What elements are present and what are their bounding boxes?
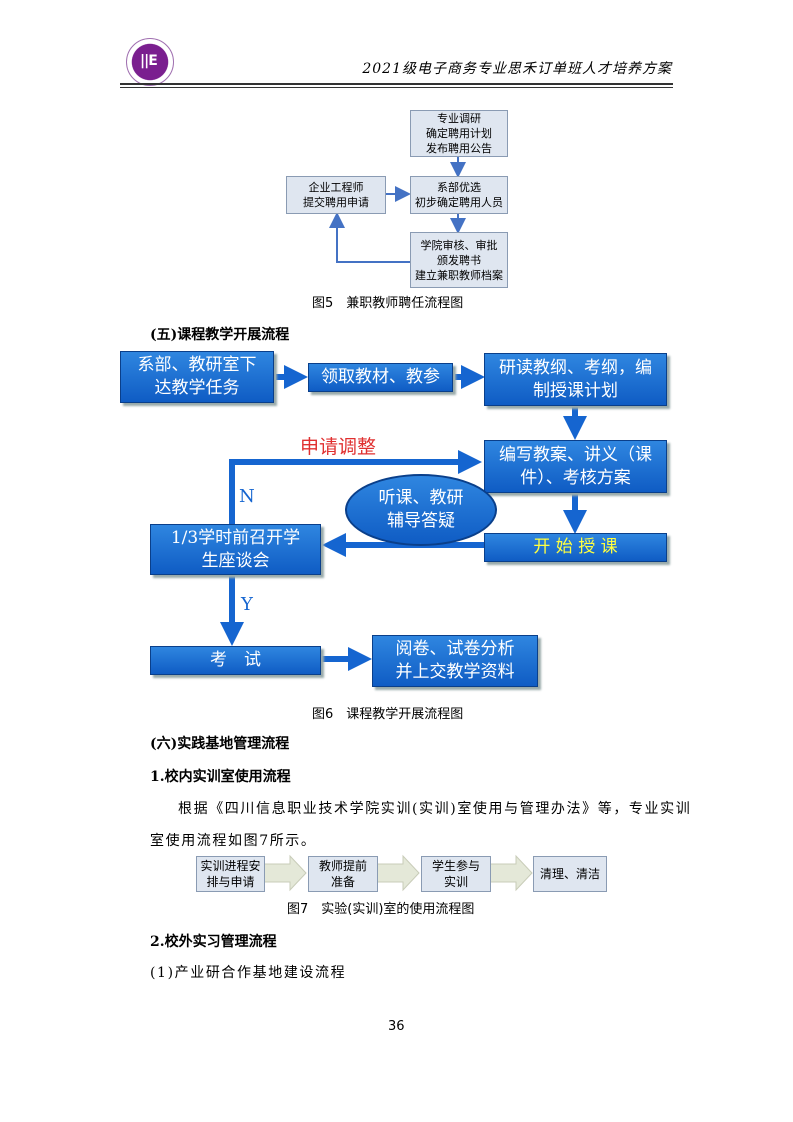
box-line: 件）、考核方案 — [520, 467, 631, 488]
fig5-box-engineer: 企业工程师提交聘用申请 — [286, 176, 386, 214]
fig7-caption: 图7 实验(实训)室的使用流程图 — [287, 902, 475, 917]
header-rule-thin — [120, 87, 673, 88]
n-label: N — [239, 486, 255, 507]
page-number: 36 — [388, 1019, 405, 1034]
box-line: 系部、教研室下 — [137, 355, 257, 375]
box-line: 准备 — [330, 875, 355, 889]
fig7-box-schedule: 实训进程安排与申请 — [196, 856, 265, 892]
box-line: 1/3学时前召开学 — [170, 527, 301, 548]
header-rule — [120, 83, 673, 85]
box-line: 专业调研 — [437, 112, 481, 125]
fig6-ellipse-supervision: 听课、教研辅导答疑 — [345, 474, 497, 546]
fig7-box-cleanup: 清理、清洁 — [533, 856, 607, 892]
fig5-box-select: 系部优选初步确定聘用人员 — [410, 176, 508, 214]
box-line: 建立兼职教师档案 — [415, 268, 503, 282]
fig6-box-lesson-prep: 编写教案、讲义（课件）、考核方案 — [484, 440, 667, 493]
box-line: 实训 — [443, 875, 468, 889]
fig6-box-seminar: 1/3学时前召开学生座谈会 — [150, 524, 321, 575]
box-line: 研读教纲、考纲，编 — [499, 357, 652, 378]
box-line: 清理、清洁 — [539, 867, 600, 881]
box-line: 教师提前 — [318, 859, 367, 873]
fig7-box-teacher-prep: 教师提前准备 — [308, 856, 378, 892]
y-label: Y — [241, 594, 253, 615]
box-line: 辅导答疑 — [387, 511, 455, 531]
section6-heading: (六)实践基地管理流程 — [150, 736, 290, 752]
fig7-box-student-training: 学生参与实训 — [421, 856, 491, 892]
fig6-box-assign: 系部、教研室下达教学任务 — [120, 351, 274, 403]
paragraph-line: 根据《四川信息职业技术学院实训(实训)室使用与管理办法》等，专业实训 — [178, 801, 692, 817]
fig6-caption: 图6 课程教学开展流程图 — [312, 707, 464, 722]
fig6-box-grading: 阅卷、试卷分析并上交教学资料 — [372, 635, 538, 687]
box-line: 学院审核、审批 — [420, 238, 498, 252]
box-line: 发布聘用公告 — [426, 142, 492, 155]
fig6-box-plan: 研读教纲、考纲，编制授课计划 — [484, 353, 667, 406]
paragraph-line: 室使用流程如图7所示。 — [150, 833, 317, 849]
section5-heading: (五)课程教学开展流程 — [150, 327, 290, 343]
fig6-box-start-teaching: 开 始 授 课 — [484, 533, 667, 562]
header-title: 2021级电子商务专业思禾订单班人才培养方案 — [362, 61, 672, 77]
fig6-box-exam: 考 试 — [150, 646, 321, 675]
box-line: 阅卷、试卷分析 — [395, 639, 515, 659]
fig5-caption: 图5 兼职教师聘任流程图 — [312, 296, 464, 311]
box-line: 企业工程师 — [308, 181, 364, 194]
box-line: 达教学任务 — [154, 378, 240, 398]
box-line: 生座谈会 — [201, 550, 270, 571]
section6-sub1: 1.校内实训室使用流程 — [150, 769, 291, 785]
box-line: 颁发聘书 — [437, 253, 481, 267]
box-line: 系部优选 — [437, 181, 481, 194]
adjust-label: 申请调整 — [300, 436, 377, 458]
box-line: 实训进程安 — [200, 859, 261, 873]
fig6-box-materials: 领取教材、教参 — [308, 363, 453, 392]
list-item: (1)产业研合作基地建设流程 — [150, 965, 347, 981]
box-line: 提交聘用申请 — [303, 196, 369, 209]
box-line: 并上交教学资料 — [395, 662, 515, 682]
fig5-box-research: 专业调研确定聘用计划发布聘用公告 — [410, 110, 508, 157]
box-line: 学生参与 — [431, 859, 480, 873]
box-line: 初步确定聘用人员 — [415, 196, 503, 209]
box-line: 听课、教研 — [378, 488, 464, 508]
school-logo: ||E — [126, 38, 174, 86]
box-line: 制授课计划 — [533, 380, 618, 401]
box-line: 编写教案、讲义（课 — [499, 444, 652, 465]
box-line: 排与申请 — [206, 875, 255, 889]
box-line: 确定聘用计划 — [426, 127, 492, 140]
section6-sub2: 2.校外实习管理流程 — [150, 934, 277, 950]
fig5-box-approve: 学院审核、审批颁发聘书建立兼职教师档案 — [410, 232, 508, 288]
